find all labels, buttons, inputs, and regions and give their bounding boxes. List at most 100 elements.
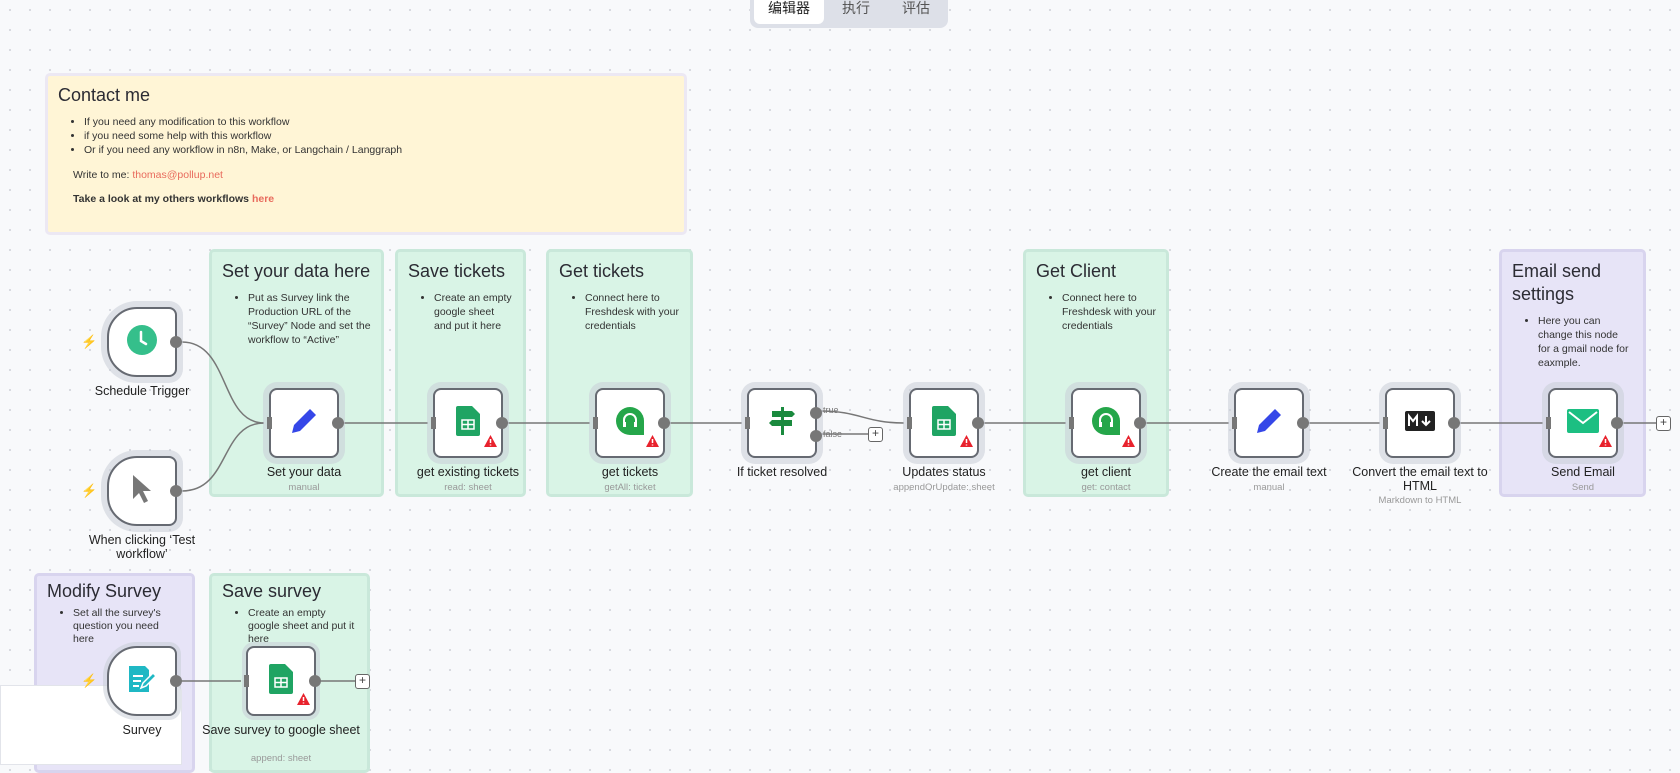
output-handle[interactable]	[170, 485, 182, 497]
node-subtitle: read: sheet	[444, 482, 492, 493]
here-link[interactable]: here	[251, 193, 275, 205]
input-handle[interactable]	[1069, 417, 1074, 429]
output-handle[interactable]	[170, 336, 182, 348]
freshdesk-icon	[1090, 405, 1122, 442]
output-handle[interactable]	[1297, 417, 1309, 429]
sticky-email-settings[interactable]: Email send settingsHere you can change t…	[1499, 249, 1646, 497]
write-label: Write to me:	[73, 169, 133, 181]
node-create-the-email-text[interactable]	[1232, 388, 1309, 458]
warning-icon	[646, 434, 659, 452]
warning-icon	[1122, 434, 1135, 452]
add-node-button[interactable]: +	[355, 674, 370, 689]
node-set-your-data[interactable]	[267, 388, 344, 458]
warning-icon	[960, 434, 973, 452]
input-handle[interactable]	[1232, 417, 1237, 429]
node-subtitle: Markdown to HTML	[1378, 495, 1462, 506]
node-when-clicking-test-workflow[interactable]	[107, 456, 182, 526]
output-handle-false[interactable]	[810, 430, 822, 442]
sticky-title: Set your data here	[222, 261, 371, 281]
form-icon	[127, 664, 158, 699]
sticky-title: Get tickets	[559, 261, 645, 281]
sticky-title: Modify Survey	[47, 581, 162, 601]
pencil-icon	[288, 405, 320, 442]
sticky-title: Get Client	[1036, 261, 1117, 281]
node-convert-the-email-text-to-html[interactable]	[1383, 388, 1460, 458]
node-label: Save survey to google sheet	[202, 723, 360, 737]
node-save-survey-to-google-sheet[interactable]	[244, 646, 321, 716]
output-handle[interactable]	[1134, 417, 1146, 429]
email-link[interactable]: thomas@pollup.net	[132, 169, 223, 181]
output-handle-true[interactable]	[810, 407, 822, 419]
output-handle[interactable]	[332, 417, 344, 429]
google-sheets-icon	[456, 405, 480, 441]
warning-icon	[484, 434, 497, 452]
output-handle[interactable]	[496, 417, 508, 429]
node-label: Schedule Trigger	[94, 384, 190, 398]
sticky-item: Connect here to Freshdesk with your cred…	[1062, 291, 1156, 333]
node-label: get tickets	[601, 465, 659, 479]
output-handle[interactable]	[658, 417, 670, 429]
output-handle[interactable]	[170, 675, 182, 687]
tab-editor[interactable]: 编辑器	[754, 0, 824, 24]
node-label: Create the email text	[1211, 465, 1327, 479]
branch-true-label: true	[823, 405, 839, 415]
input-handle[interactable]	[907, 417, 912, 429]
sticky-title: Save survey	[222, 581, 322, 601]
node-send-email[interactable]	[1546, 388, 1623, 458]
input-handle[interactable]	[593, 417, 598, 429]
sticky-get-tickets[interactable]: Get ticketsConnect here to Freshdesk wit…	[546, 249, 693, 497]
trigger-bolt-icon: ⚡	[81, 334, 98, 349]
node-label: Updates status	[902, 465, 986, 479]
node-label: When clicking ‘Test workflow’	[88, 533, 196, 561]
look-label: Take a look at my others workflows	[73, 193, 252, 205]
input-handle[interactable]	[244, 675, 249, 687]
view-tabs: 编辑器 执行 评估	[750, 0, 948, 28]
node-subtitle: manual	[288, 482, 320, 493]
add-node-button[interactable]: +	[868, 427, 883, 442]
sticky-item: Set all the survey's question you need h…	[73, 607, 182, 646]
markdown-icon	[1405, 410, 1435, 436]
input-handle[interactable]	[431, 417, 436, 429]
sticky-set-data[interactable]: Set your data herePut as Survey link the…	[209, 249, 384, 497]
input-handle[interactable]	[1546, 417, 1551, 429]
signpost-icon	[766, 405, 798, 442]
input-handle[interactable]	[1383, 417, 1388, 429]
input-handle[interactable]	[745, 417, 750, 429]
output-handle[interactable]	[1611, 417, 1623, 429]
node-if-ticket-resolved[interactable]	[745, 388, 822, 458]
sticky-contact[interactable]: Contact me If you need any modification …	[45, 73, 687, 235]
node-subtitle: getAll: ticket	[604, 482, 656, 493]
sticky-item: Put as Survey link the Production URL of…	[248, 291, 371, 347]
node-subtitle: manual	[1253, 482, 1285, 493]
node-label: Survey	[122, 723, 162, 737]
node-subtitle: append: sheet	[250, 753, 312, 764]
sticky-item: Create an empty google sheet and put it …	[434, 291, 513, 333]
email-icon	[1567, 408, 1599, 438]
warning-icon	[1599, 434, 1612, 452]
node-label: Set your data	[266, 465, 342, 479]
node-survey[interactable]	[107, 646, 182, 716]
node-label: get existing tickets	[416, 465, 520, 479]
trigger-bolt-icon: ⚡	[81, 483, 98, 498]
sticky-item: Connect here to Freshdesk with your cred…	[585, 291, 680, 333]
node-get-tickets[interactable]	[593, 388, 670, 458]
output-handle[interactable]	[1448, 417, 1460, 429]
node-schedule-trigger[interactable]	[107, 307, 182, 377]
node-label: Send Email	[1551, 465, 1615, 479]
tab-executions[interactable]: 执行	[842, 1, 870, 17]
branch-false-label: false	[823, 429, 843, 439]
sticky-item: if you need some help with this workflow	[84, 129, 674, 143]
output-handle[interactable]	[309, 675, 321, 687]
node-label: If ticket resolved	[736, 465, 828, 479]
google-sheets-icon	[269, 663, 293, 699]
node-get-client[interactable]	[1069, 388, 1146, 458]
node-updates-status[interactable]	[907, 388, 984, 458]
sticky-save-tickets[interactable]: Save ticketsCreate an empty google sheet…	[395, 249, 526, 497]
input-handle[interactable]	[267, 417, 272, 429]
node-get-existing-tickets[interactable]	[431, 388, 508, 458]
add-node-button[interactable]: +	[1656, 416, 1671, 431]
warning-icon	[297, 692, 310, 710]
output-handle[interactable]	[972, 417, 984, 429]
sticky-get-client[interactable]: Get ClientConnect here to Freshdesk with…	[1023, 249, 1169, 497]
tab-evaluations[interactable]: 评估	[902, 1, 930, 17]
